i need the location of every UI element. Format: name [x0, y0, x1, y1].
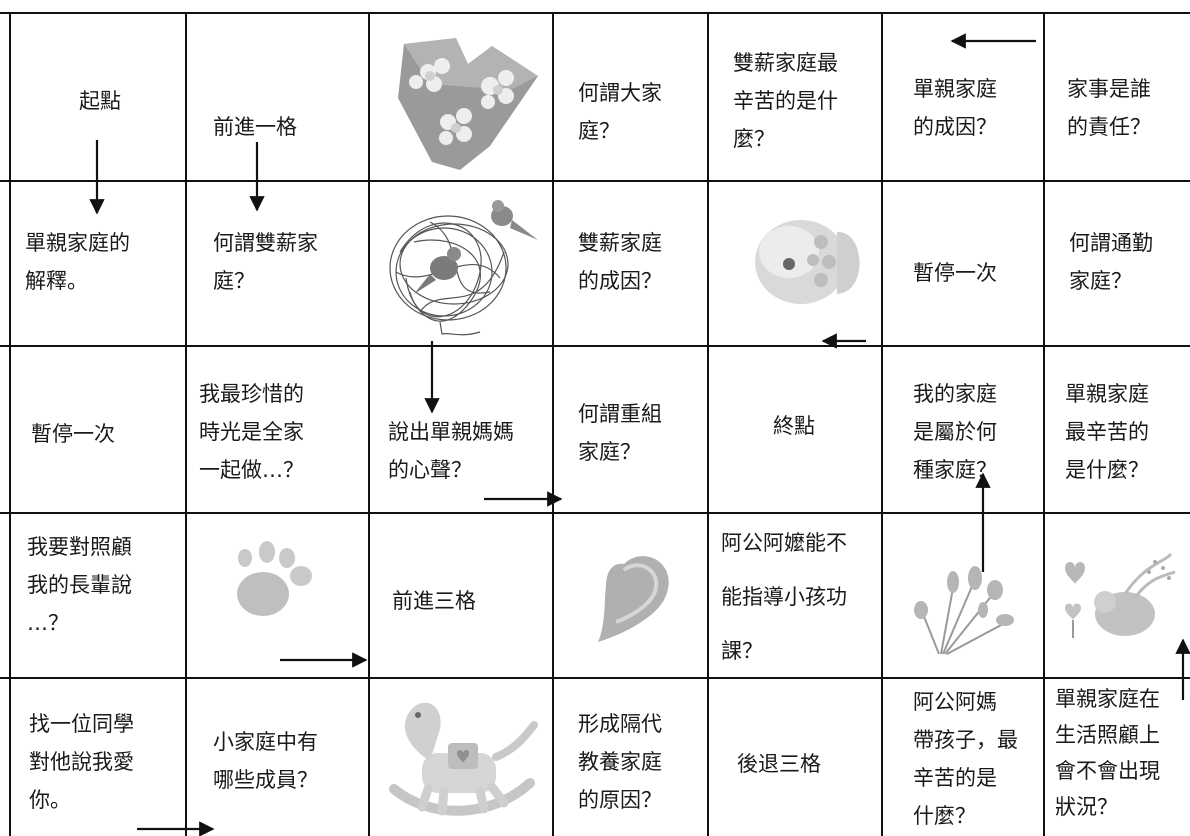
cell-text: 我的家庭 是屬於何 種家庭？	[913, 382, 997, 482]
cell-text: 何謂雙薪家 庭？	[213, 231, 318, 293]
cell-text: 形成隔代 教養家庭 的原因？	[578, 712, 662, 812]
grid-line	[707, 12, 709, 836]
grid-line	[9, 12, 11, 836]
cell-back-three: 後退三格	[709, 679, 881, 836]
cell-text: 我要對照顧 我的長輩說 …？	[27, 535, 132, 635]
cell-text: 家事是誰 的責任？	[1067, 77, 1151, 139]
cell-question: 單親家庭 的成因？	[883, 14, 1043, 180]
fish-icon	[755, 220, 860, 304]
cell-forward-one: 前進一格	[187, 14, 368, 180]
cell-picture	[1045, 514, 1190, 677]
flower-bouquet-icon	[914, 566, 1014, 655]
cell-picture	[187, 514, 368, 677]
cell-text: 前進三格	[392, 589, 476, 613]
cell-question: 家事是誰 的責任？	[1045, 14, 1190, 180]
cell-finish: 終點	[709, 347, 881, 512]
grid-line	[185, 12, 187, 836]
bird-hearts-icon	[1065, 552, 1176, 638]
cell-forward-three: 前進三格	[370, 514, 552, 677]
cell-question: 我要對照顧 我的長輩說 …？	[11, 514, 185, 677]
cell-question: 說出單親媽媽 的心聲？	[370, 347, 552, 512]
cell-text: 找一位同學 對他說我愛 你。	[29, 712, 134, 812]
grid-line	[552, 12, 554, 836]
cell-text: 阿公阿嬤能不 能指導小孩功 課？	[721, 531, 847, 663]
cell-text: 暫停一次	[913, 261, 997, 285]
cell-text: 何謂大家 庭？	[578, 81, 662, 143]
cell-pause: 暫停一次	[11, 347, 185, 512]
grid-line	[0, 677, 1190, 679]
cell-text: 後退三格	[737, 752, 821, 776]
cell-question: 形成隔代 教養家庭 的原因？	[554, 679, 707, 836]
cell-text: 單親家庭 的成因？	[913, 77, 997, 139]
cell-text: 終點	[773, 414, 815, 438]
birds-heart-icon	[389, 200, 538, 336]
cell-pause: 暫停一次	[883, 182, 1043, 345]
rocking-horse-icon	[389, 702, 538, 816]
cell-start: 起點	[11, 14, 185, 180]
cell-text: 單親家庭在 生活照顧上 會不會出現 狀況？	[1055, 687, 1160, 819]
cell-question: 找一位同學 對他說我愛 你。	[11, 679, 185, 836]
cell-question: 雙薪家庭最 辛苦的是什 麼？	[709, 14, 881, 180]
cell-picture	[370, 679, 552, 836]
grid-line	[0, 345, 1190, 347]
cell-text: 說出單親媽媽 的心聲？	[388, 420, 514, 482]
cell-text: 我最珍惜的 時光是全家 一起做…？	[199, 382, 304, 482]
cell-question: 單親家庭 最辛苦的 是什麼？	[1045, 347, 1190, 512]
cell-text: 單親家庭的 解釋。	[25, 231, 130, 293]
grid-line	[368, 12, 370, 836]
grid-line	[881, 12, 883, 836]
cell-question: 小家庭中有 哪些成員？	[187, 679, 368, 836]
heart-icon	[598, 556, 669, 642]
cell-question: 何謂雙薪家 庭？	[187, 182, 368, 345]
cell-picture	[370, 14, 552, 180]
cell-text: 前進一格	[213, 115, 297, 139]
cell-picture	[709, 182, 881, 345]
paw-print-icon	[237, 541, 312, 616]
cell-text: 阿公阿媽 帶孩子，最 辛苦的是 什麼？	[913, 690, 1018, 828]
cell-text: 雙薪家庭 的成因？	[578, 231, 662, 293]
grid-line	[1043, 12, 1045, 836]
cell-question: 何謂大家 庭？	[554, 14, 707, 180]
cell-question: 阿公阿嬤能不 能指導小孩功 課？	[709, 514, 881, 677]
cell-question: 何謂通勤 家庭？	[1045, 182, 1190, 345]
cell-question: 單親家庭的 解釋。	[11, 182, 185, 345]
cell-question: 我的家庭 是屬於何 種家庭？	[883, 347, 1043, 512]
cell-text: 雙薪家庭最 辛苦的是什 麼？	[733, 51, 838, 151]
cell-text: 小家庭中有 哪些成員？	[213, 730, 318, 792]
grid-line	[0, 180, 1190, 182]
cell-picture	[883, 514, 1043, 677]
cell-text: 起點	[79, 89, 121, 113]
cell-question: 阿公阿媽 帶孩子，最 辛苦的是 什麼？	[883, 679, 1043, 836]
cell-text: 何謂重組 家庭？	[578, 402, 662, 464]
cell-text: 何謂通勤 家庭？	[1069, 231, 1153, 293]
cell-text: 暫停一次	[31, 422, 115, 446]
cell-text: 單親家庭 最辛苦的 是什麼？	[1065, 382, 1149, 482]
cell-question: 單親家庭在 生活照顧上 會不會出現 狀況？	[1045, 679, 1190, 836]
cell-question: 雙薪家庭 的成因？	[554, 182, 707, 345]
heart-flowers-icon	[398, 38, 538, 170]
grid-line	[0, 512, 1190, 514]
cell-picture	[554, 514, 707, 677]
cell-question: 我最珍惜的 時光是全家 一起做…？	[187, 347, 368, 512]
grid-line	[0, 12, 1190, 14]
cell-question: 何謂重組 家庭？	[554, 347, 707, 512]
cell-picture	[370, 182, 552, 345]
